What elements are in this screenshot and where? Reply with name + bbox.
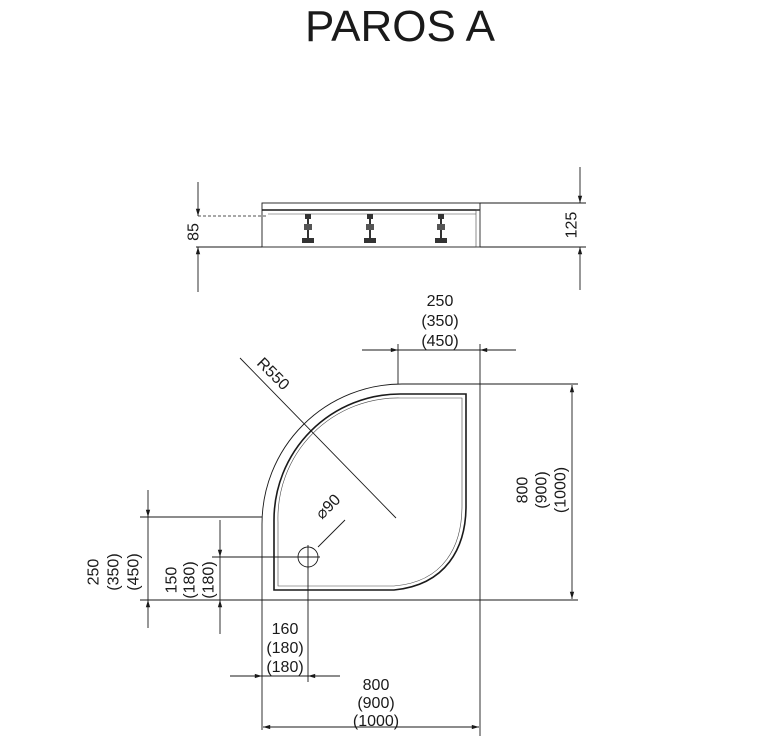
left-offset-label-1: 250	[86, 559, 103, 586]
top-offset-label-1: 250	[427, 293, 454, 310]
left-offset-label-3: (450)	[126, 553, 143, 590]
right-height-label-1: 800	[515, 477, 532, 504]
drain-bottom-label-1: 150	[164, 567, 181, 594]
bottom-width-label-1: 800	[363, 677, 390, 694]
drain-left-label-1: 160	[272, 621, 299, 638]
drain-diameter-value: 90	[320, 491, 345, 516]
drain-bottom-label-2: (180)	[182, 561, 199, 598]
leg-2	[364, 214, 376, 243]
left-offset-label-2: (350)	[106, 553, 123, 590]
right-height-label-2: (900)	[534, 471, 551, 508]
radius-leader	[239, 357, 397, 519]
top-view: ⌀90 R550 250 (350) (450) 800 (900) (1000…	[86, 293, 578, 736]
side-view: 85 125	[186, 167, 586, 292]
top-offset-label-3: (450)	[421, 333, 458, 350]
top-offset-label-2: (350)	[421, 313, 458, 330]
leg-1	[302, 214, 314, 243]
dim-125-label: 125	[564, 212, 581, 239]
drain-left-label-3: (180)	[266, 659, 303, 676]
drain-bottom-label-3: (180)	[201, 561, 218, 598]
tray-inner-basin-offset	[277, 397, 463, 587]
bottom-width-label-3: (1000)	[353, 713, 399, 730]
drain-left-label-2: (180)	[266, 640, 303, 657]
radius-label: R550	[253, 355, 292, 394]
right-height-label-3: (1000)	[553, 467, 570, 513]
drawing-title: PAROS A	[305, 2, 495, 51]
leg-3	[435, 214, 447, 243]
dim-85-label: 85	[186, 223, 203, 241]
bottom-width-label-2: (900)	[357, 695, 394, 712]
drain-leader	[317, 519, 346, 548]
drain-diameter-label: ⌀90	[313, 491, 344, 522]
tray-side-edge	[475, 209, 481, 248]
tray-inner-basin	[273, 393, 467, 591]
tray-outer-outline	[261, 383, 481, 601]
